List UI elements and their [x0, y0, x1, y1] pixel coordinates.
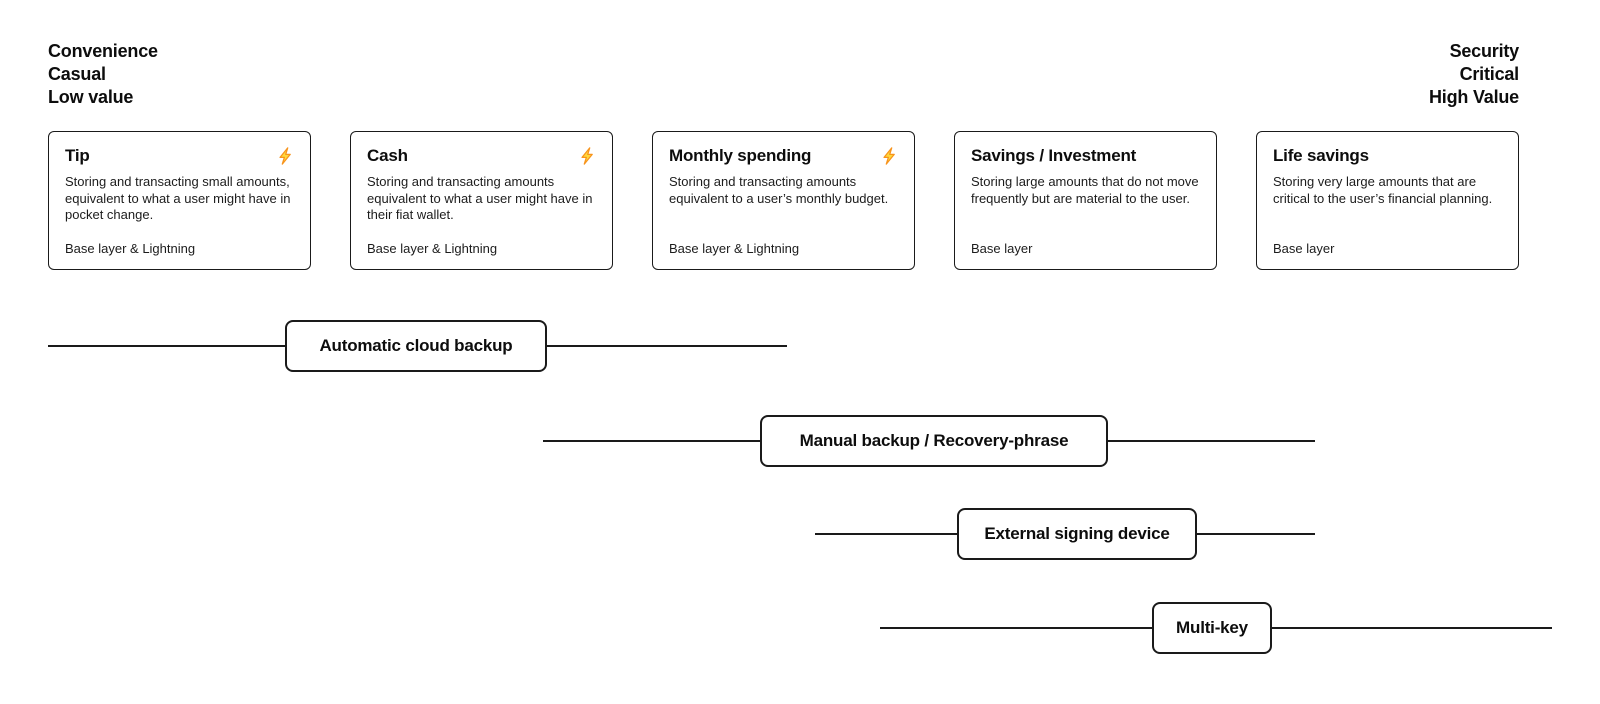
card-layers: Base layer & Lightning [367, 241, 498, 256]
spectrum-label-right: Security Critical High Value [1429, 40, 1519, 109]
card-description: Storing and transacting amounts equivale… [367, 174, 593, 222]
card-monthly-spending: Monthly spending Storing and transacting… [652, 131, 915, 270]
card-cash: Cash Storing and transacting amounts equ… [350, 131, 613, 270]
card-layers: Base layer & Lightning [65, 241, 196, 256]
range-box-multi-key: Multi-key [1152, 602, 1272, 654]
range-label: Manual backup / Recovery-phrase [799, 431, 1069, 450]
card-header: Tip [65, 145, 294, 167]
card-header: Life savings [1273, 145, 1502, 167]
spectrum-right-line-3: High Value [1428, 87, 1519, 107]
card-description: Storing and transacting amounts equivale… [669, 174, 889, 206]
card-description: Storing and transacting small amounts, e… [65, 174, 291, 222]
spectrum-right-line-1: Security [1449, 41, 1520, 61]
card-savings-investment: Savings / Investment Storing large amoun… [954, 131, 1217, 270]
spectrum-left-line-2: Casual [48, 64, 106, 84]
card-title: Life savings [1273, 146, 1369, 165]
card-description: Storing large amounts that do not move f… [971, 174, 1199, 206]
card-life-savings: Life savings Storing very large amounts … [1256, 131, 1519, 270]
spectrum-left-line-3: Low value [48, 87, 134, 107]
card-layers: Base layer [1273, 241, 1335, 256]
card-tip: Tip Storing and transacting small amount… [48, 131, 311, 270]
card-header: Monthly spending [669, 145, 898, 167]
range-box-external-signing-device: External signing device [957, 508, 1197, 560]
card-title: Monthly spending [669, 146, 812, 165]
range-box-automatic-cloud-backup: Automatic cloud backup [285, 320, 547, 372]
spectrum-left-line-1: Convenience [48, 41, 158, 61]
card-title: Cash [367, 146, 408, 165]
card-layers: Base layer [971, 241, 1033, 256]
card-description: Storing very large amounts that are crit… [1273, 174, 1493, 206]
range-box-manual-backup: Manual backup / Recovery-phrase [760, 415, 1108, 467]
card-title: Savings / Investment [971, 146, 1137, 165]
use-case-cards-row: Tip Storing and transacting small amount… [48, 131, 1519, 270]
card-header: Cash [367, 145, 596, 167]
lightning-icon [578, 147, 596, 165]
card-layers: Base layer & Lightning [669, 241, 800, 256]
lightning-icon [276, 147, 294, 165]
card-header: Savings / Investment [971, 145, 1200, 167]
lightning-icon [880, 147, 898, 165]
range-label: Multi-key [1176, 618, 1248, 637]
spectrum-label-left: Convenience Casual Low value [48, 40, 158, 109]
spectrum-right-line-2: Critical [1459, 64, 1520, 84]
card-title: Tip [65, 146, 90, 165]
range-label: External signing device [984, 524, 1170, 543]
range-label: Automatic cloud backup [319, 336, 513, 355]
